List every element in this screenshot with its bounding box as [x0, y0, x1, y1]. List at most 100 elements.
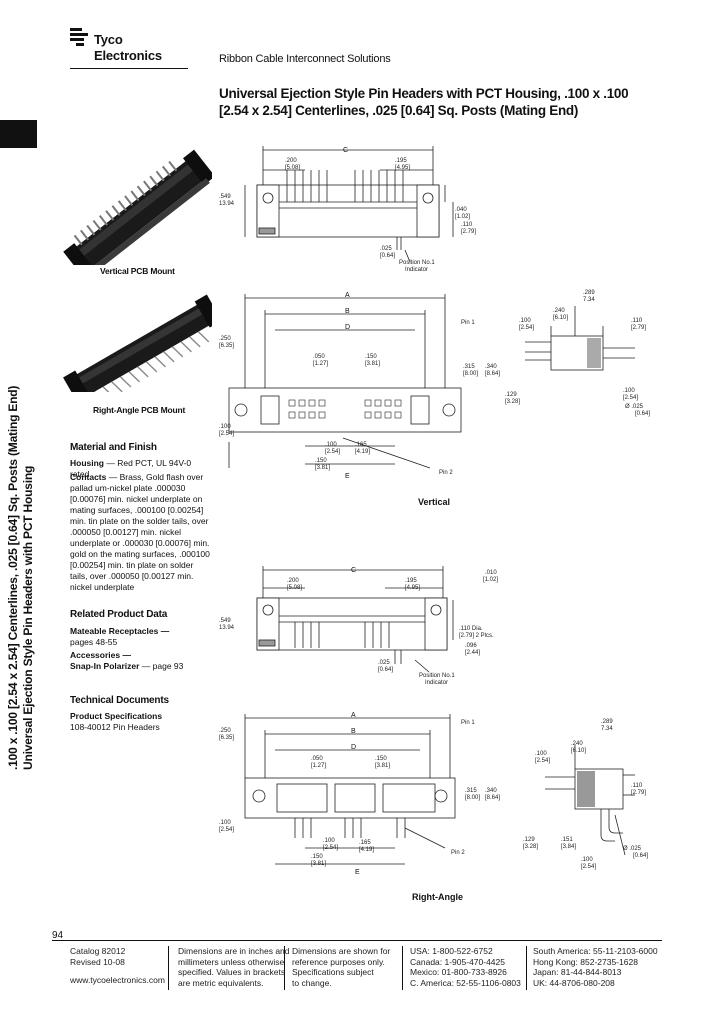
vertical-top-drawing: C .200 [5.08] .195 [4.95] .549 13.94 .04… — [219, 146, 476, 273]
dim-129m: [3.28] — [505, 399, 520, 405]
dim-165bm: [4.19] — [359, 847, 374, 853]
dim-025: .025 — [380, 246, 392, 252]
housing-label: Housing — [70, 458, 104, 468]
dim-340bm: [8.64] — [485, 795, 500, 801]
dim-549: .549 — [219, 194, 231, 200]
dim-dia025bm: [0.64] — [633, 853, 648, 859]
right-angle-side-drawing: A B D .250 [6.35] .050 [1.27] .150 [3.81… — [219, 712, 500, 876]
ref-note-4: to change. — [292, 977, 332, 988]
website-link[interactable]: www.tycoelectronics.com — [70, 975, 165, 985]
right-angle-header-photo — [63, 294, 212, 392]
dim-040: .040 — [455, 207, 467, 213]
dim-110dia: .110 Dia. — [459, 626, 483, 632]
dim-250bm: [6.35] — [219, 735, 234, 741]
dim-100f: .100 — [323, 838, 335, 844]
dim-150m: [3.81] — [365, 361, 380, 367]
dim-315b: .315 — [465, 788, 477, 794]
dim-100g: .100 — [535, 751, 547, 757]
dim-240b: .240 — [571, 741, 583, 747]
dim-100b: .100 — [325, 442, 337, 448]
dim-100bm: [2.54] — [325, 449, 340, 455]
dim-195b: .195 — [405, 578, 417, 584]
related-heading: Related Product Data — [70, 609, 168, 620]
mateable-row: Mateable Receptacles — — [70, 626, 210, 637]
dim-100c: .100 — [519, 318, 531, 324]
dim-150d: .150 — [311, 854, 323, 860]
dim-340: .340 — [485, 364, 497, 370]
dim-200bm: [5.08] — [287, 585, 302, 591]
dim-096m: [2.44] — [465, 650, 480, 656]
snapin-label: Snap-In Polarizer — [70, 661, 140, 671]
dim-010m: [1.02] — [483, 577, 498, 583]
dim-note-3: specified. Values in brackets — [178, 967, 286, 977]
dim-110cm: [2.79] — [631, 325, 646, 331]
brand-line1: Tyco — [94, 32, 123, 47]
dim-250: .250 — [219, 336, 231, 342]
dim-025bm: [0.64] — [378, 667, 393, 673]
dim-151m: [3.84] — [561, 844, 576, 850]
mateable-label: Mateable Receptacles — — [70, 626, 170, 636]
dim-100: .100 — [219, 424, 231, 430]
dim-a2: A — [351, 712, 356, 719]
footer-sep-1 — [168, 946, 169, 990]
dim-110: .110 — [461, 222, 473, 228]
dim-100gm: [2.54] — [535, 758, 550, 764]
dim-e: E — [345, 473, 350, 480]
dim-b: B — [345, 308, 350, 315]
page-number: 94 — [52, 930, 64, 941]
dim-289: .289 — [583, 290, 595, 296]
pos1-label-b: Position No.1 — [419, 673, 455, 679]
dim-110m: [2.79] — [461, 229, 476, 235]
dim-025b: .025 — [378, 660, 390, 666]
dim-200b: .200 — [287, 578, 299, 584]
right-angle-photo-caption: Right-Angle PCB Mount — [93, 405, 186, 415]
phone-uk: UK: 44-8706-080-208 — [533, 977, 615, 988]
footer-phones-intl: South America: 55-11-2103-6000 Hong Kong… — [533, 946, 658, 988]
dim-150dm: [3.81] — [311, 861, 326, 867]
footer-sep-3 — [402, 946, 403, 990]
dim-151: .151 — [561, 837, 573, 843]
vertical-photo-caption: Vertical PCB Mount — [100, 266, 175, 276]
phone-japan: Japan: 81-44-844-8013 — [533, 967, 622, 977]
pin1-label: Pin 1 — [461, 320, 475, 326]
dim-dia025: Ø .025 — [625, 404, 644, 410]
spec-label-row: Product Specifications — [70, 711, 210, 722]
dim-150cm: [3.81] — [375, 763, 390, 769]
dim-165m: [4.19] — [355, 449, 370, 455]
dim-150b: .150 — [315, 458, 327, 464]
mateable-pages: pages 48-55 — [70, 637, 118, 647]
footer-sep-4 — [526, 946, 527, 990]
dim-050b: .050 — [311, 756, 323, 762]
snapin-page: — page 93 — [139, 661, 184, 671]
dim-100e: .100 — [219, 820, 231, 826]
dim-096: .096 — [465, 643, 477, 649]
dim-100m: [2.54] — [219, 431, 234, 437]
dim-note-1: Dimensions are in inches and — [178, 946, 290, 956]
dim-100d: .100 — [623, 388, 635, 394]
contacts-label: Contacts — [70, 472, 107, 482]
dim-100em: [2.54] — [219, 827, 234, 833]
title-line-1: Universal Ejection Style Pin Headers wit… — [219, 86, 629, 101]
housing-spec: Housing — Red PCT, UL 94V-0 rated — [70, 458, 210, 480]
dim-165: .165 — [355, 442, 367, 448]
housing-text: — Red PCT, UL 94V-0 rated — [70, 458, 192, 479]
spec-value: 108-40012 Pin Headers — [70, 722, 160, 732]
phone-canada: Canada: 1-905-470-4425 — [410, 956, 505, 967]
dim-549b: .549 — [219, 618, 231, 624]
footer-reference: Dimensions are shown for reference purpo… — [292, 946, 390, 988]
dim-025m: [0.64] — [380, 253, 395, 259]
section-title: Ribbon Cable Interconnect Solutions — [219, 53, 391, 65]
pos1-indicator: Indicator — [405, 267, 428, 273]
dim-240m: [6.10] — [553, 315, 568, 321]
dim-195: .195 — [395, 158, 407, 164]
revised-date: Revised 10-08 — [70, 956, 125, 967]
dim-340m: [8.64] — [485, 371, 500, 377]
ref-note-1: Dimensions are shown for — [292, 946, 391, 956]
right-angle-figure-caption: Right-Angle — [412, 892, 463, 902]
dim-100fm: [2.54] — [323, 845, 338, 851]
footer-catalog: Catalog 82012 Revised 10-08 www.tycoelec… — [70, 946, 165, 986]
dim-c2: C — [351, 567, 356, 574]
dim-340b: .340 — [485, 788, 497, 794]
dim-129bm: [3.28] — [523, 844, 538, 850]
dim-250b: .250 — [219, 728, 231, 734]
